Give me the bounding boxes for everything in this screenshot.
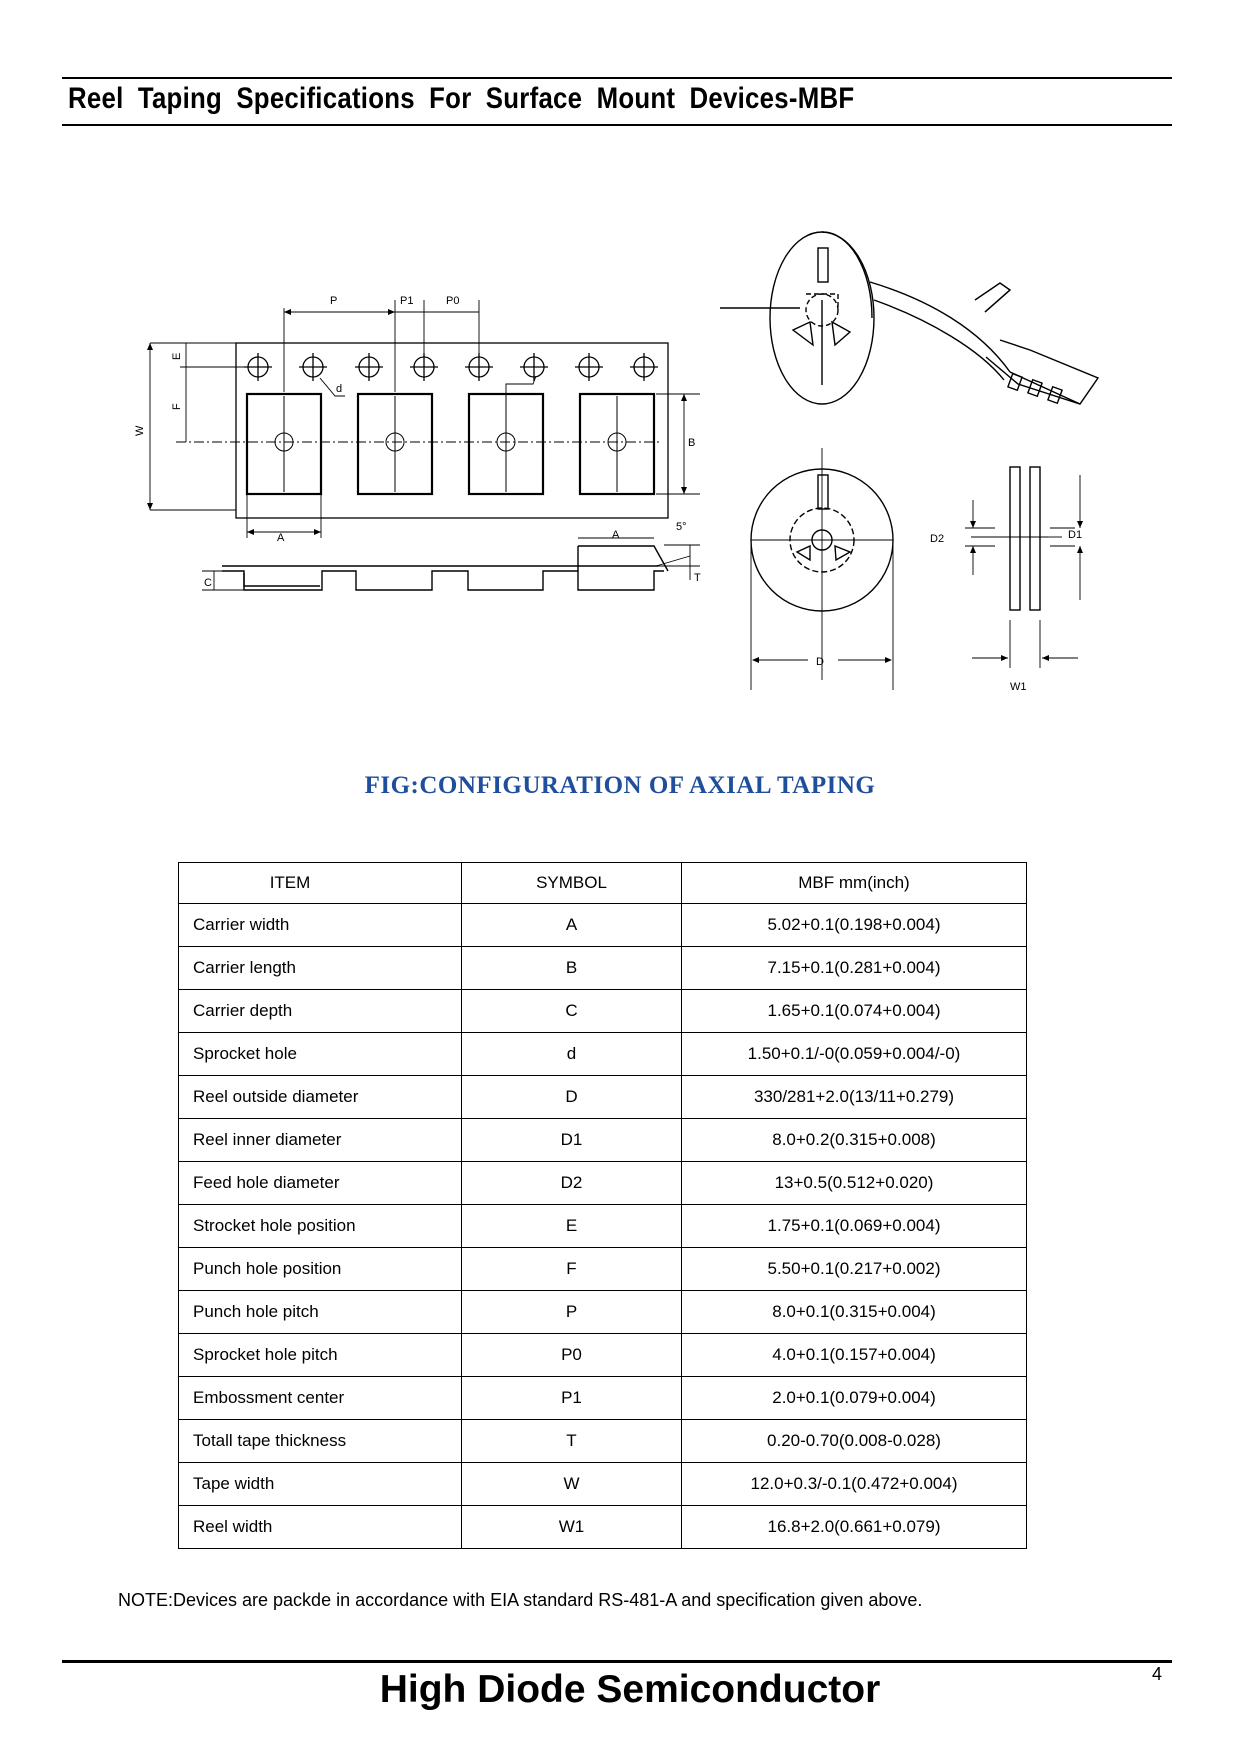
cell-value: 1.50+0.1/-0(0.059+0.004/-0) <box>681 1032 1027 1076</box>
cell-value: 8.0+0.1(0.315+0.004) <box>681 1290 1027 1334</box>
label-D1: D1 <box>1068 529 1082 541</box>
taping-configuration-diagram: P P1 P0 d B A E F W C A 5° T <box>134 231 1100 693</box>
cell-symbol: D <box>461 1075 682 1119</box>
carrier-pockets <box>245 392 656 496</box>
cell-item: Totall tape thickness <box>178 1419 462 1463</box>
tape-top-view: P P1 P0 d B A E F W <box>134 295 700 544</box>
cell-symbol: P1 <box>461 1376 682 1420</box>
footer-rule <box>62 1660 1172 1663</box>
cell-value: 16.8+2.0(0.661+0.079) <box>681 1505 1027 1549</box>
cell-symbol: P <box>461 1290 682 1334</box>
label-P: P <box>330 295 337 307</box>
company-name: High Diode Semiconductor <box>379 1668 881 1711</box>
label-d: d <box>336 383 342 395</box>
tape-side-view: C A 5° T <box>202 521 701 591</box>
sprocket-holes <box>244 353 658 381</box>
label-W1: W1 <box>1010 681 1027 693</box>
label-D2: D2 <box>930 533 944 545</box>
reel-front-view: D <box>750 448 894 690</box>
cell-value: 1.75+0.1(0.069+0.004) <box>681 1204 1027 1248</box>
cell-value: 4.0+0.1(0.157+0.004) <box>681 1333 1027 1377</box>
column-header-value: MBF mm(inch) <box>681 862 1027 904</box>
page-number: 4 <box>1152 1664 1163 1684</box>
cell-item: Punch hole position <box>178 1247 462 1291</box>
figure-caption: FIG:CONFIGURATION OF AXIAL TAPING <box>364 772 876 799</box>
cell-item: Reel outside diameter <box>178 1075 462 1119</box>
cell-value: 12.0+0.3/-0.1(0.472+0.004) <box>681 1462 1027 1506</box>
cell-value: 5.02+0.1(0.198+0.004) <box>681 903 1027 947</box>
column-header-symbol: SYMBOL <box>461 862 682 904</box>
cell-item: Carrier width <box>178 903 462 947</box>
cell-value: 1.65+0.1(0.074+0.004) <box>681 989 1027 1033</box>
cell-value: 2.0+0.1(0.079+0.004) <box>681 1376 1027 1420</box>
cell-item: Reel width <box>178 1505 462 1549</box>
cell-item: Embossment center <box>178 1376 462 1420</box>
cell-item: Carrier depth <box>178 989 462 1033</box>
header-top-rule <box>62 77 1172 79</box>
column-header-item: ITEM <box>178 862 462 904</box>
cell-item: Strocket hole position <box>178 1204 462 1248</box>
cell-symbol: D1 <box>461 1118 682 1162</box>
cell-item: Sprocket hole <box>178 1032 462 1076</box>
label-C: C <box>204 577 212 589</box>
cell-symbol: B <box>461 946 682 990</box>
reel-side-view: D2 D1 W1 <box>930 466 1082 693</box>
cell-value: 7.15+0.1(0.281+0.004) <box>681 946 1027 990</box>
label-A-top: A <box>277 532 285 544</box>
cell-value: 13+0.5(0.512+0.020) <box>681 1161 1027 1205</box>
cell-item: Tape width <box>178 1462 462 1506</box>
label-B: B <box>688 437 695 449</box>
cell-symbol: C <box>461 989 682 1033</box>
label-D: D <box>816 656 824 668</box>
cell-symbol: D2 <box>461 1161 682 1205</box>
cell-value: 330/281+2.0(13/11+0.279) <box>681 1075 1027 1119</box>
label-W: W <box>134 425 146 436</box>
cell-item: Reel inner diameter <box>178 1118 462 1162</box>
cell-symbol: d <box>461 1032 682 1076</box>
label-P0: P0 <box>446 295 459 307</box>
label-T: T <box>694 572 701 584</box>
cell-symbol: E <box>461 1204 682 1248</box>
cell-value: 0.20-0.70(0.008-0.028) <box>681 1419 1027 1463</box>
label-A-side: A <box>612 529 620 541</box>
cell-item: Punch hole pitch <box>178 1290 462 1334</box>
cell-symbol: A <box>461 903 682 947</box>
cell-value: 5.50+0.1(0.217+0.002) <box>681 1247 1027 1291</box>
cell-item: Sprocket hole pitch <box>178 1333 462 1377</box>
label-E: E <box>171 353 183 360</box>
label-P1: P1 <box>400 295 413 307</box>
header-bottom-rule <box>62 124 1172 126</box>
page-title: Reel Taping Specifications For Surface M… <box>68 82 855 115</box>
cell-symbol: W1 <box>461 1505 682 1549</box>
table-header-row: ITEM SYMBOL MBF mm(inch) <box>178 862 1027 904</box>
cell-value: 8.0+0.2(0.315+0.008) <box>681 1118 1027 1162</box>
cell-symbol: F <box>461 1247 682 1291</box>
cell-item: Feed hole diameter <box>178 1161 462 1205</box>
cell-symbol: W <box>461 1462 682 1506</box>
label-F: F <box>171 403 183 410</box>
packaging-note: NOTE:Devices are packde in accordance wi… <box>118 1590 923 1610</box>
cell-symbol: T <box>461 1419 682 1463</box>
reel-perspective-view <box>720 231 1100 405</box>
label-angle: 5° <box>676 521 687 533</box>
cell-symbol: P0 <box>461 1333 682 1377</box>
cell-item: Carrier length <box>178 946 462 990</box>
